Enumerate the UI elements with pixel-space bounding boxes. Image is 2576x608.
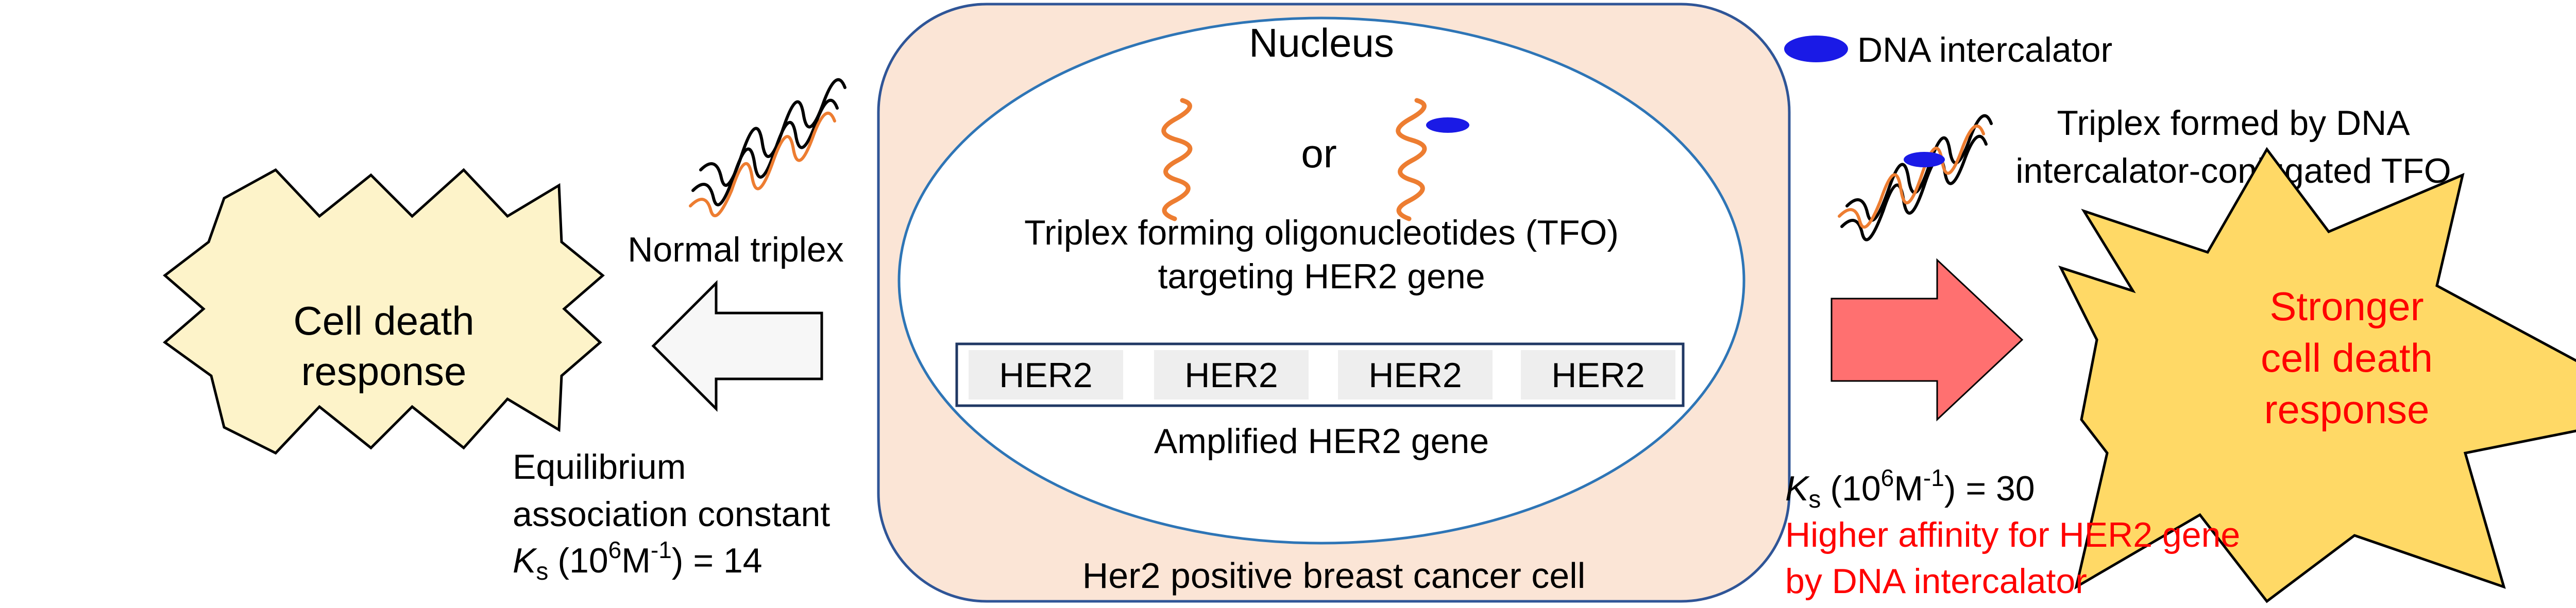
equilibrium-label-line1: Equilibrium xyxy=(513,447,686,487)
stronger-response-star xyxy=(2058,147,2576,603)
amplified-her2-label: Amplified HER2 gene xyxy=(1154,422,1489,461)
her2-box: HER2 xyxy=(969,350,1123,399)
right-ks-value: Ks(106M-1) = 30 xyxy=(1785,464,2035,513)
normal-triplex-icon xyxy=(689,78,846,217)
tfo-label-line2: targeting HER2 gene xyxy=(1158,257,1485,296)
her2-box: HER2 xyxy=(1521,350,1675,399)
her2-box-label: HER2 xyxy=(999,356,1092,395)
equilibrium-label-line2: association constant xyxy=(513,495,830,534)
cell-death-response-star xyxy=(162,168,605,455)
right-arrow xyxy=(1831,258,2024,422)
nucleus-label: Nucleus xyxy=(1249,20,1394,65)
her2-box-label: HER2 xyxy=(1184,356,1278,395)
intercalator-legend-label: DNA intercalator xyxy=(1857,30,2112,70)
affinity-label-line2: by DNA intercalator xyxy=(1785,562,2087,601)
or-label: or xyxy=(1301,131,1336,176)
intercalator-triplex-icon xyxy=(1838,114,1993,241)
cell-label: Her2 positive breast cancer cell xyxy=(1082,555,1586,596)
left-arrow xyxy=(651,280,823,412)
stronger-response-line3: response xyxy=(2264,387,2430,432)
her2-box-label: HER2 xyxy=(1368,356,1462,395)
stronger-response-line1: Stronger xyxy=(2269,284,2424,329)
her2-box-label: HER2 xyxy=(1551,356,1645,395)
normal-triplex-label: Normal triplex xyxy=(628,230,843,269)
tfo-intercalator-strand-icon xyxy=(1396,98,1469,221)
nucleus xyxy=(897,16,1745,545)
cell-death-response-line2: response xyxy=(301,349,467,394)
left-ks-value: Ks(106M-1) = 14 xyxy=(513,536,762,585)
intercalator-triplex-line2: intercalator-conjugated TFO xyxy=(2015,151,2451,190)
intercalator-icon xyxy=(1426,117,1469,133)
cell-death-response-line1: Cell death xyxy=(293,298,474,343)
her2-box: HER2 xyxy=(1154,350,1309,399)
her2-box: HER2 xyxy=(1338,350,1493,399)
affinity-label-line1: Higher affinity for HER2 gene xyxy=(1785,515,2240,554)
tfo-label-line1: Triplex forming oligonucleotides (TFO) xyxy=(1024,213,1619,252)
intercalator-triplex-line1: Triplex formed by DNA xyxy=(2057,103,2410,143)
tfo-strand-icon xyxy=(1161,98,1193,221)
stronger-response-line2: cell death xyxy=(2261,335,2433,380)
intercalator-legend-icon xyxy=(1784,36,1848,62)
